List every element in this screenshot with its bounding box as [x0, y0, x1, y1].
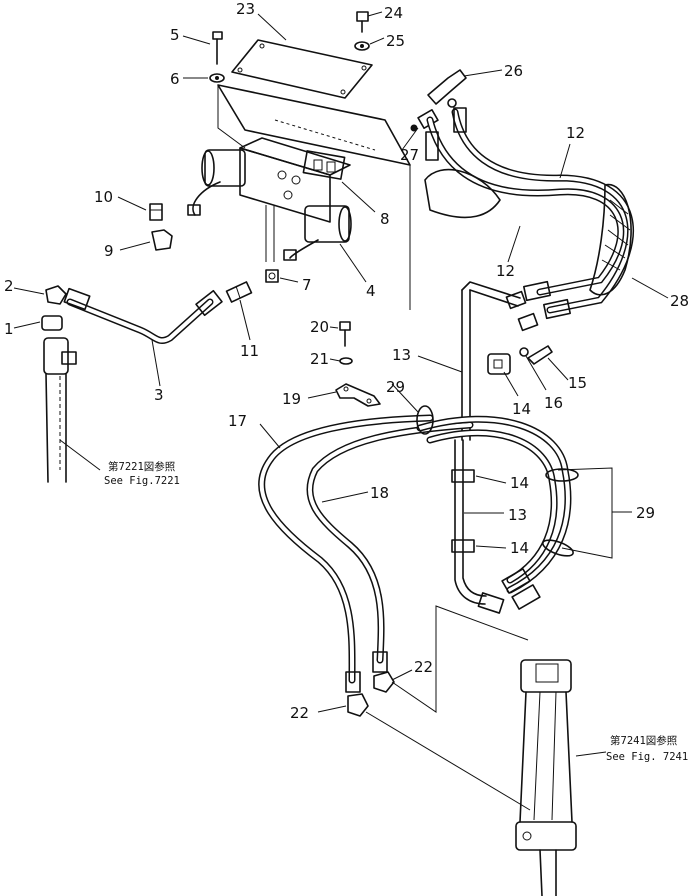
fitting-10 [149, 203, 163, 221]
callout-15: 15 [568, 374, 587, 392]
clamp-14-low [451, 539, 475, 553]
clamp-14-top [487, 353, 511, 375]
elbow-22-upper [373, 671, 395, 693]
hose-bundle-right [416, 415, 572, 610]
callout-11: 11 [240, 342, 259, 360]
nut-7 [265, 269, 279, 283]
callout-14-low: 14 [510, 539, 529, 557]
hydraulic-cylinder [515, 659, 577, 896]
callout-14-mid: 14 [510, 474, 529, 492]
callout-10: 10 [94, 188, 113, 206]
callout-1: 1 [4, 320, 14, 338]
callout-2: 2 [4, 277, 14, 295]
callout-22-upper: 22 [414, 658, 433, 676]
callout-24: 24 [384, 4, 403, 22]
elbow-9 [151, 229, 173, 251]
bolt-20 [339, 321, 353, 365]
fitting-1 [41, 315, 63, 331]
ref-7221-jp: 第7221図参照 [108, 460, 176, 473]
callout-9: 9 [104, 242, 114, 260]
callout-22-lower: 22 [290, 704, 309, 722]
callout-21: 21 [310, 350, 329, 368]
callout-20: 20 [310, 318, 329, 336]
callout-5: 5 [170, 26, 180, 44]
callout-12-mid: 12 [496, 262, 515, 280]
hose-18 [306, 421, 474, 664]
bolt-5 [209, 31, 225, 83]
ref-7241-jp: 第7241図参照 [610, 734, 678, 747]
callout-12-top: 12 [566, 124, 585, 142]
callout-28: 28 [670, 292, 689, 310]
callout-17: 17 [228, 412, 247, 430]
hose-band-29 [416, 405, 579, 557]
connection-lines [365, 300, 531, 811]
figure-reference-7241: 第7241図参照 See Fig. 7241 [606, 734, 688, 763]
callout-labels: 1 2 3 4 5 6 7 8 9 10 11 12 12 13 13 14 1… [4, 0, 689, 722]
callout-4: 4 [366, 282, 376, 300]
bracket-19 [335, 383, 381, 407]
tee-cylinder-left [43, 337, 77, 483]
callout-19: 19 [282, 390, 301, 408]
callout-16: 16 [544, 394, 563, 412]
elbow-22-lower [347, 693, 369, 717]
tube-13 [454, 281, 539, 614]
callout-6: 6 [170, 70, 180, 88]
callout-25: 25 [386, 32, 405, 50]
callout-14-top: 14 [512, 400, 531, 418]
elbow-2 [45, 285, 67, 305]
callout-29-top: 29 [386, 378, 405, 396]
hose-end-fittings [345, 651, 388, 693]
callout-13-top: 13 [392, 346, 411, 364]
leader-lines [13, 11, 669, 757]
pipe-3 [63, 287, 223, 345]
ref-7241-en: See Fig. 7241 [606, 751, 688, 763]
callout-18: 18 [370, 484, 389, 502]
callout-7: 7 [302, 276, 312, 294]
callout-27: 27 [400, 146, 419, 164]
solenoid-valve-block [187, 137, 352, 262]
bolt-24 [354, 11, 370, 51]
hose-12 [424, 107, 635, 320]
callout-3: 3 [154, 386, 164, 404]
callout-13-mid: 13 [508, 506, 527, 524]
hose-17 [258, 414, 434, 684]
figure-reference-7221: 第7221図参照 See Fig.7221 [104, 460, 180, 487]
valve-cover-plate [231, 39, 373, 99]
bolt-15 [519, 345, 553, 365]
callout-29-right: 29 [636, 504, 655, 522]
ref-7221-en: See Fig.7221 [104, 475, 180, 487]
callout-23: 23 [236, 0, 255, 18]
callout-8: 8 [380, 210, 390, 228]
valve-mount-plate [217, 84, 411, 310]
elbow-fitting-26 [427, 69, 467, 108]
clamp-14-mid [451, 469, 475, 483]
adapter-11 [225, 281, 253, 303]
callout-26: 26 [504, 62, 523, 80]
